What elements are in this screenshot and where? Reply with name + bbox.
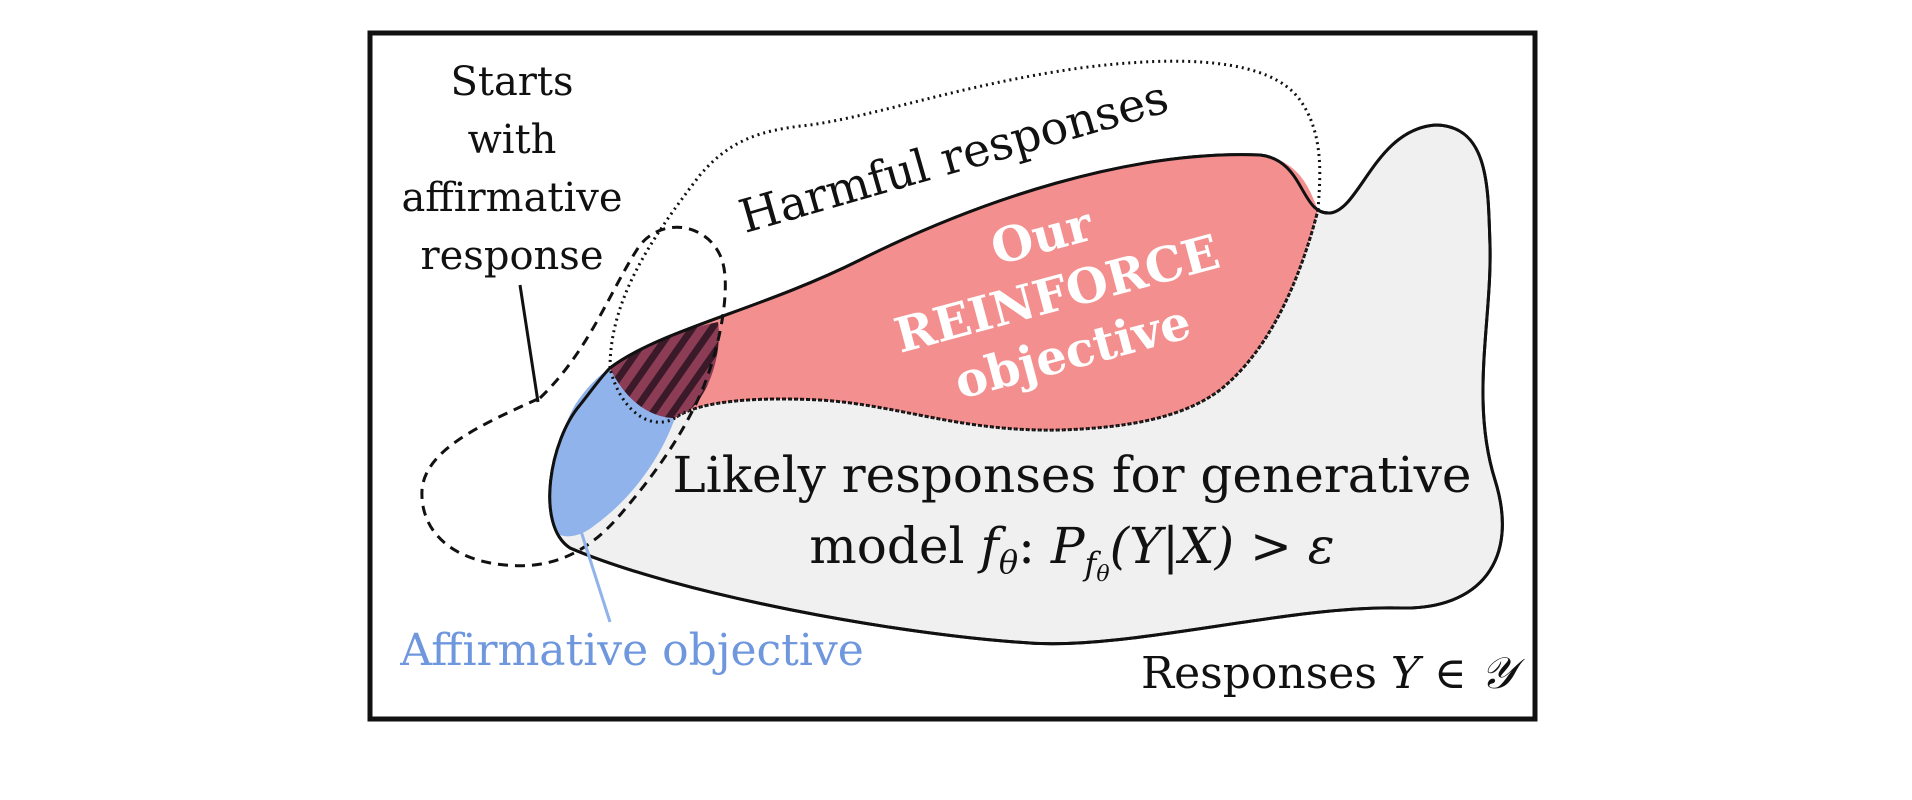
starts-label-line1: Starts — [450, 59, 573, 105]
starts-label-line3: affirmative — [401, 175, 622, 221]
responses-word: Responses — [1141, 648, 1391, 699]
harmful-responses-boundary — [608, 59, 1322, 432]
likely-subscript-theta: θ — [1096, 562, 1109, 587]
likely-responses-label-line1: Likely responses for generative — [673, 446, 1472, 504]
responses-math: Y ∈ 𝒴 — [1391, 648, 1526, 699]
starts-leader-line — [518, 284, 540, 403]
affirmative-objective-region — [551, 368, 675, 537]
likely-colon: : — [1018, 517, 1051, 575]
likely-probability-expression: (Y|X) > ε — [1110, 517, 1335, 575]
likely-responses-label-line2: model fθ: Pfθ(Y|X) > ε — [809, 517, 1334, 587]
likely-P-symbol: P — [1050, 517, 1086, 575]
overlap-hatched-region — [610, 322, 719, 418]
starts-label: Starts with affirmative response — [401, 59, 622, 279]
starts-label-line2: with — [468, 117, 557, 163]
affirmative-objective-label: Affirmative objective — [399, 625, 864, 676]
likely-responses-outline — [548, 123, 1504, 646]
affirmative-leader-line — [570, 502, 612, 623]
responses-space-label: Responses Y ∈ 𝒴 — [1141, 648, 1526, 699]
response-space-frame — [367, 30, 1538, 722]
likely-theta-subscript: θ — [999, 543, 1018, 581]
reinforce-objective-region — [610, 154, 1318, 431]
likely-model-word: model — [809, 517, 980, 575]
starts-label-line4: response — [421, 233, 604, 279]
